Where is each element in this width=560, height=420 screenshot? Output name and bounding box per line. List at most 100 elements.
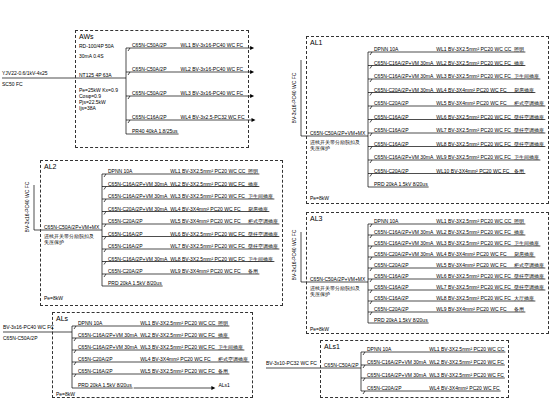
wire bbox=[370, 301, 372, 304]
circuit-text: WL1 BV-3x16-PC40 WC FC bbox=[181, 42, 244, 48]
circuit-text: C65N-C20A/2P+VM 30mA bbox=[374, 87, 433, 93]
wire bbox=[104, 262, 106, 265]
circuit-text: PR40 40kA 1.8/25us bbox=[132, 128, 178, 134]
circuit-text: WL4 BV-3x2.5-PC32 WC FC bbox=[181, 114, 245, 120]
circuit-text: WL5 BV-3X4mm² PC20 WC FC bbox=[170, 218, 240, 224]
circuit-text: C65N-C16A/2P bbox=[108, 243, 142, 249]
circuit-text: 30mA 0.4S bbox=[79, 53, 103, 59]
circuit-text: 柜式空调插座 bbox=[218, 356, 248, 362]
circuit-text: 备用 bbox=[514, 168, 524, 174]
circuit-text: WL1 BV-3X2.5mm² PC20 WC CC bbox=[436, 218, 511, 224]
circuit-text: 进线开关带分励脱扣及失压保护 bbox=[310, 285, 362, 297]
wire bbox=[368, 224, 369, 323]
circuit-text: C65N-C20A/2P+VM 30mA bbox=[108, 206, 167, 212]
circuit-text: C65N-C50A/2P+VM+MX bbox=[310, 130, 365, 136]
wire bbox=[370, 224, 372, 227]
circuit-text: C65N-C16A/2P+VM 30mA bbox=[108, 256, 167, 262]
circuit-text: C65N-C16A/2P+VM 30mA bbox=[374, 240, 433, 246]
circuit-text: 壁挂空调插座 bbox=[514, 127, 544, 133]
circuit-text: C65N-C16A/2P+VM 30mA bbox=[367, 372, 426, 378]
circuit-text: WL5 BV-3X4mm² PC20 WC FC bbox=[436, 100, 506, 106]
circuit-text: C65N-C20A/2P bbox=[108, 268, 142, 274]
cable-spec: BV-3x10-PC32 WC FC bbox=[266, 360, 317, 366]
arrow-head bbox=[250, 70, 254, 74]
circuit-text: WL6 BV-3X2.5mm² PC20 WC FC bbox=[170, 231, 244, 237]
circuit-text: C65N-C20A/2P+VM 30mA bbox=[374, 251, 433, 257]
wire bbox=[363, 391, 365, 394]
circuit-text: WL8 BV-3X2.5mm² PC20 WC FC bbox=[436, 295, 510, 301]
wire bbox=[104, 274, 106, 277]
wire bbox=[34, 185, 102, 230]
circuit-text: C65N-C20A/2P bbox=[78, 356, 112, 362]
circuit-text: C65N-C16A/2P bbox=[132, 114, 166, 120]
wire bbox=[104, 249, 106, 252]
wire bbox=[301, 60, 368, 136]
circuit-text: WL3 BV-3x16-PC40 WC FC bbox=[181, 90, 244, 96]
circuit-text: 插座 bbox=[248, 181, 258, 187]
wire bbox=[370, 66, 372, 69]
wire bbox=[370, 290, 372, 293]
wire bbox=[104, 212, 106, 215]
circuit-text: C65N-C20A/2P bbox=[367, 385, 401, 391]
circuit-text: 厨房插座 bbox=[514, 87, 534, 93]
wire bbox=[3, 332, 72, 333]
circuit-text: WL9 BV-3X2.5mm² PC20 WC FC bbox=[436, 154, 510, 160]
circuit-text: WL3 BV-3X2.5mm² PC20 WC FC bbox=[429, 372, 503, 378]
circuit-text: 插座 bbox=[218, 332, 228, 338]
circuit-text: C65N-C50A/2P bbox=[132, 90, 166, 96]
circuit-text: 壁挂空调插座 bbox=[248, 231, 278, 237]
circuit-text: WL1 BV-3X2.5mm² PC20 WC CC bbox=[429, 346, 504, 352]
circuit-text: RD-100/4P 50A bbox=[79, 43, 114, 49]
circuit-text: C65N-C16A/2P+VM 30mA bbox=[374, 229, 433, 235]
circuit-text: WL8 BV-3X2.5mm² PC20 WC FC bbox=[170, 256, 244, 262]
panel-name: AL2 bbox=[44, 163, 56, 171]
wire bbox=[370, 52, 372, 55]
circuit-text: C65N-C20A/2P bbox=[374, 262, 408, 268]
circuit-text: 卫生间插座 bbox=[514, 240, 539, 246]
circuit-text: WL9 BV-3X4mm² PC20 WC FC bbox=[436, 306, 506, 312]
wire bbox=[370, 312, 372, 315]
circuit-text: WL7 BV-3X2.5mm² PC20 WC FC bbox=[170, 243, 244, 249]
circuit-text: 备用 bbox=[514, 306, 524, 312]
circuit-text: WL6 BV-3X2.5mm² PC20 WC FC bbox=[436, 273, 510, 279]
circuit-text: DPNN 10A bbox=[367, 346, 391, 352]
circuit-text: C65N-C50A/2P bbox=[132, 66, 166, 72]
circuit-text: C65N-C16A/2P+VM 30mA bbox=[374, 60, 433, 66]
circuit-text: C65N-C16A/2P+VM 30mA bbox=[108, 193, 167, 199]
circuit-text: WL3 BV-3X2.5mm² PC20 WC FC bbox=[170, 193, 244, 199]
circuit-text: WL2 BV-3X2.5mm² PC20 WC FC bbox=[429, 359, 503, 365]
wire bbox=[370, 106, 372, 109]
cable-spec: BV-3x16-PC40 WC FC bbox=[291, 73, 297, 124]
circuit-text: C65N-C16A/2P+VM 30mA bbox=[108, 181, 167, 187]
circuit-text: C65N-C16A/2P+VM 30mA bbox=[367, 359, 426, 365]
circuit-text: C65N-C50A/2P bbox=[132, 42, 166, 48]
circuit-text: C65N-C16A/2P bbox=[374, 141, 408, 147]
circuit-text: 厨房插座 bbox=[514, 251, 534, 257]
wire bbox=[74, 350, 76, 353]
wire bbox=[102, 174, 103, 286]
wire bbox=[370, 257, 372, 260]
wire bbox=[370, 246, 372, 249]
panel-name: AWs bbox=[79, 33, 94, 41]
circuit-text: C65N-C16A/2P+VM 30mA bbox=[78, 344, 137, 350]
wire bbox=[363, 378, 365, 381]
wire bbox=[370, 147, 372, 150]
circuit-text: WL4 BV-3X4mm² PC20 WC FC bbox=[436, 251, 506, 257]
cable-spec: C65N-C50A/2P bbox=[3, 335, 37, 341]
circuit-text: C65N-C16A/2P bbox=[374, 114, 408, 120]
circuit-text: 壁挂空调插座 bbox=[514, 114, 544, 120]
circuit-text: DPNN 10A bbox=[374, 46, 398, 52]
circuit-text: WL2 BV-3X2.5mm² PC20 WC FC bbox=[436, 229, 510, 235]
circuit-text: 卫生间插座 bbox=[248, 193, 273, 199]
cable-spec: BV-3x16-PC40 WC FC bbox=[291, 230, 297, 281]
circuit-text: C65N-C16A/2P bbox=[78, 368, 112, 374]
circuit-text: Pe=25kW Kx=0.9 Cosφ=0.9 Pjs=22.5kW Ijs=3… bbox=[79, 87, 123, 111]
circuit-text: 卫生间插座 bbox=[248, 256, 273, 262]
wire bbox=[74, 374, 76, 377]
circuit-text: 柜式空调插座 bbox=[514, 262, 544, 268]
circuit-text: WL7 BV-3X2.5mm² PC20 WC FC bbox=[436, 284, 510, 290]
wire bbox=[104, 187, 106, 190]
circuit-text: 壁挂空调插座 bbox=[514, 273, 544, 279]
circuit-text: WL6 BV-3X2.5mm² PC20 WC FC bbox=[436, 114, 510, 120]
circuit-text: WL7 BV-3X2.5mm² PC20 WC FC bbox=[436, 127, 510, 133]
